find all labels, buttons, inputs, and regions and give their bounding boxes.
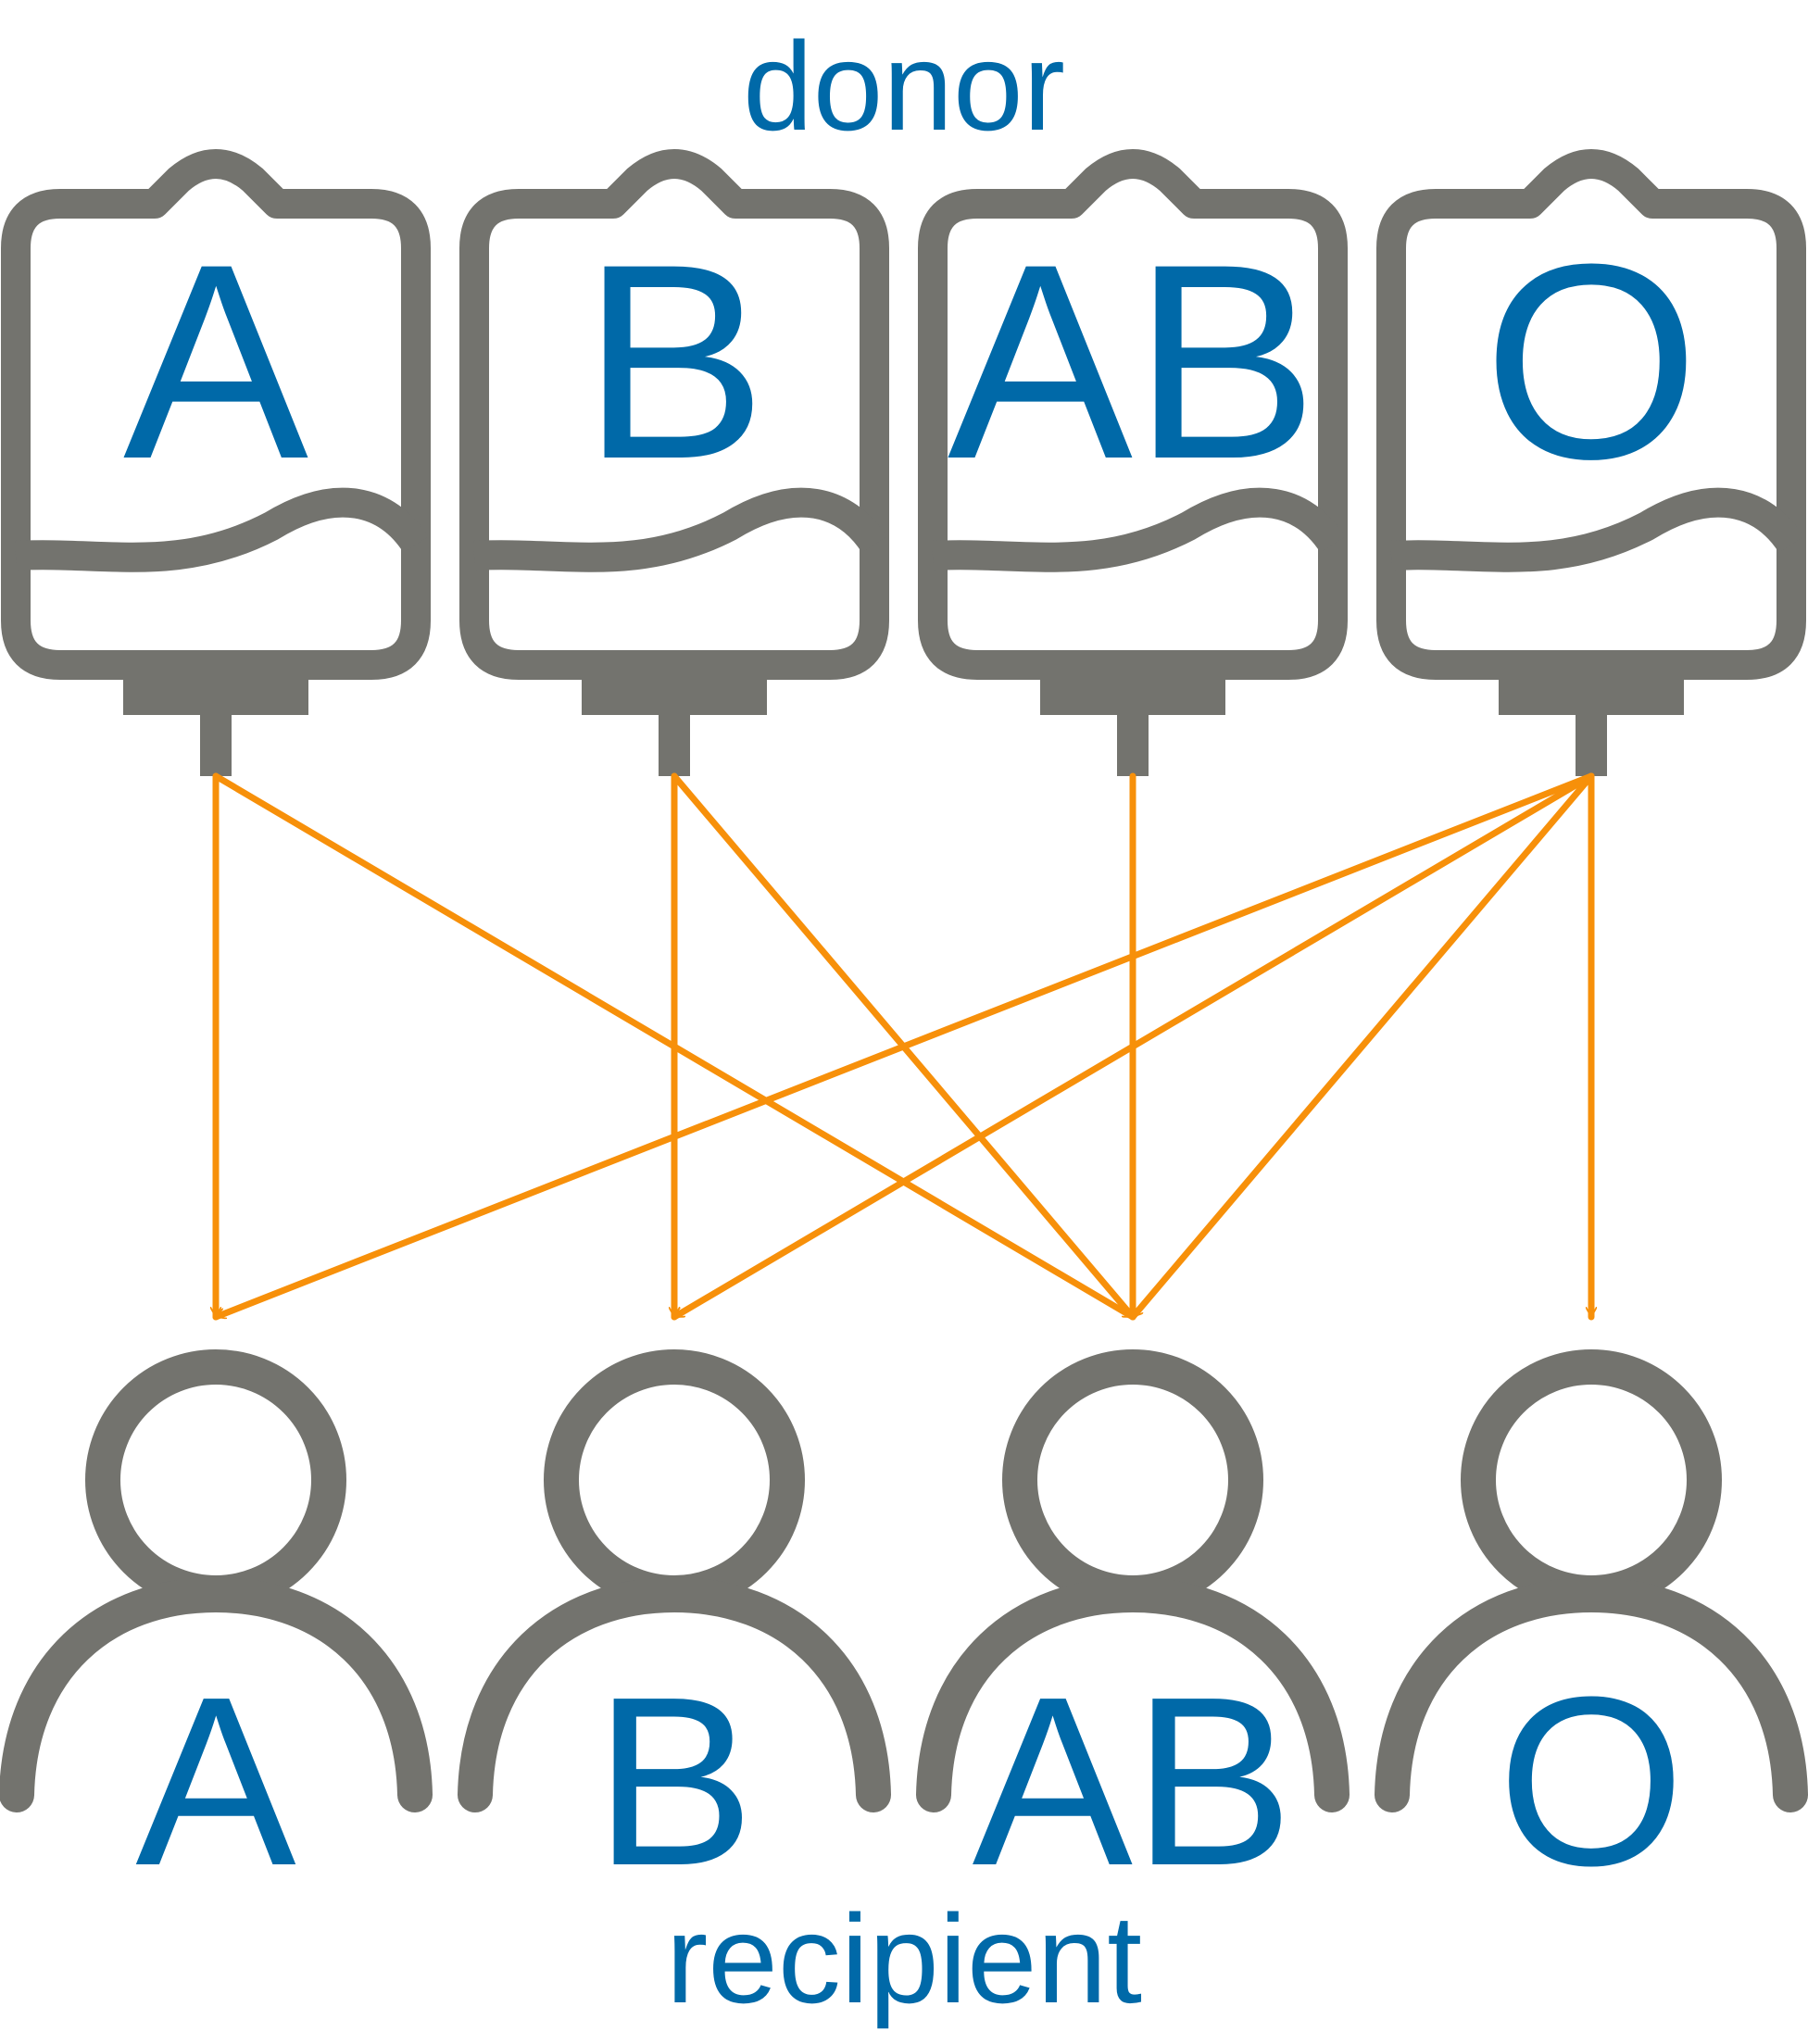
recipient-b: B (475, 1367, 873, 1916)
recipient-label: A (135, 1648, 297, 1916)
donor-label: B (582, 206, 767, 517)
recipient-title: recipient (666, 1888, 1142, 2029)
arrow-o-to-b (671, 772, 1595, 1321)
donor-bag-o: O (1391, 164, 1791, 776)
compatibility-arrows (212, 772, 1595, 1321)
donor-label: AB (948, 206, 1318, 517)
recipient-ab: AB (934, 1367, 1332, 1916)
donor-label: O (1483, 206, 1699, 517)
arrow-o-to-ab (1129, 772, 1595, 1321)
donor-bag-a: A (16, 164, 416, 776)
donor-bag-b: B (474, 164, 874, 776)
donor-label: A (123, 206, 310, 517)
donor-bag-ab: AB (933, 164, 1333, 776)
recipient-label: AB (973, 1648, 1294, 1916)
arrow-o-to-a (212, 772, 1595, 1321)
recipient-a: A (17, 1367, 415, 1916)
recipient-o: O (1392, 1367, 1790, 1916)
recipient-label: B (594, 1648, 754, 1916)
donor-title: donor (743, 16, 1065, 157)
recipient-label: O (1498, 1648, 1685, 1916)
